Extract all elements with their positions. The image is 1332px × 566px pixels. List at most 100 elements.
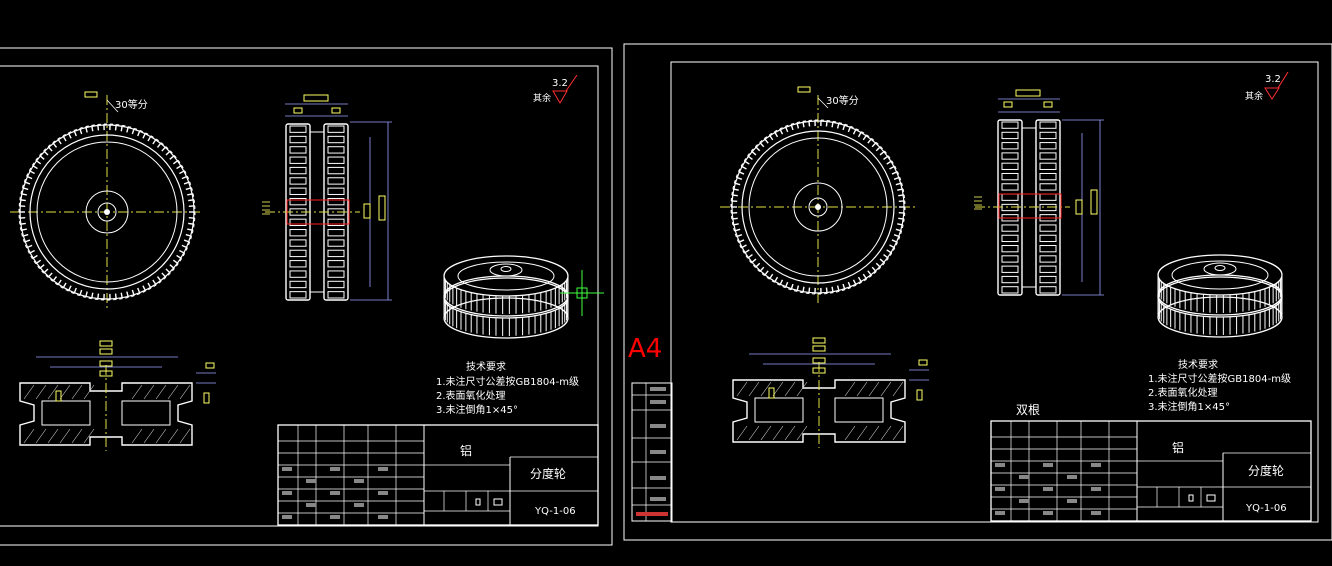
gear-tooth (169, 154, 175, 160)
gear-tooth (22, 233, 29, 237)
gear-tooth (768, 134, 774, 141)
hatch-line (179, 384, 191, 400)
revision-cell-mark (650, 387, 666, 391)
gear-tooth (172, 159, 179, 165)
sheet-right: A4 3.2 其余 30等分 (623, 43, 1332, 541)
gear-tooth (52, 140, 56, 144)
gear-tooth (186, 176, 190, 180)
gear-tooth (889, 252, 893, 256)
gear-tooth-slot (327, 135, 345, 144)
gear-tooth (842, 283, 846, 290)
gear-tooth (71, 291, 75, 295)
gear-tooth-slot (1001, 162, 1019, 170)
hatch-line (167, 384, 179, 400)
gear-tooth (857, 131, 863, 138)
gear-tooth (796, 122, 800, 129)
gear-tooth-slot (289, 156, 307, 164)
gear-tooth (32, 164, 38, 170)
gear-tooth (880, 146, 884, 150)
gear-tooth (19, 227, 22, 231)
dimension-value-box (812, 337, 826, 344)
gear-tooth (183, 239, 190, 243)
gear-tooth (736, 234, 743, 238)
gear-tooth (743, 160, 750, 165)
iso-hub (489, 263, 523, 277)
gear-tooth (114, 293, 117, 300)
title-cell-mark (378, 515, 388, 519)
gear-tooth (868, 275, 872, 278)
gear-tooth (134, 127, 138, 130)
gear-tooth (866, 134, 870, 138)
hatch-line (844, 425, 856, 441)
gear-tooth (871, 266, 877, 273)
gear-tooth (740, 163, 744, 167)
hatch-line (35, 384, 47, 400)
hatch-line (47, 428, 59, 444)
gear-tooth-slot (1001, 183, 1019, 191)
gear-tooth-slot (1001, 193, 1019, 201)
gear-tooth (176, 164, 182, 170)
gear-side-view-left (262, 94, 392, 301)
hatch-line (143, 428, 155, 444)
gear-tooth (188, 199, 195, 202)
gear-tooth (796, 285, 800, 292)
gear-tooth (825, 120, 828, 127)
gear-tooth (85, 291, 88, 298)
gear-tooth (799, 291, 803, 294)
gear-tooth (176, 254, 182, 260)
gear-tooth-slot (1039, 121, 1057, 129)
gear-tooth (738, 239, 745, 244)
gear-tooth (895, 182, 902, 186)
gear-tooth (185, 233, 192, 237)
gear-tooth-slot (289, 249, 307, 258)
gear-tooth-slot (327, 166, 345, 175)
gear-tooth (897, 171, 900, 175)
gear-tooth-slot (1039, 183, 1057, 191)
gear-tooth-slot (327, 177, 345, 185)
hatch-line (772, 381, 784, 397)
gear-tooth (153, 284, 157, 288)
gear-tooth (836, 122, 840, 129)
gear-tooth-slot (327, 280, 345, 289)
gear-tooth (22, 239, 25, 243)
gear-tooth (167, 272, 171, 276)
gear-tooth (732, 188, 739, 191)
gear-tooth (892, 247, 896, 251)
title-cell-mark (1067, 475, 1077, 479)
gear-tooth (842, 124, 846, 131)
iso-inner-rim (457, 261, 555, 291)
title-cell-mark (306, 503, 316, 507)
gear-tooth (19, 222, 26, 225)
gear-tooth (734, 233, 737, 237)
gear-tooth (82, 296, 86, 298)
technical-requirements-left: 技术要求 1.未注尺寸公差按GB1804-m级 2.表面氧化处理 3.未注倒角1… (436, 360, 579, 416)
gear-tooth (68, 131, 72, 134)
gear-tooth (160, 142, 164, 145)
gear-tooth (73, 130, 77, 137)
hatch-line (167, 428, 179, 444)
gear-tooth (773, 276, 779, 283)
gear-tooth (179, 170, 186, 175)
title-cell-mark (282, 491, 292, 495)
gear-tooth (179, 258, 183, 262)
hatch-line (892, 425, 904, 441)
gear-tooth-slot (1039, 275, 1057, 284)
gear-tooth (147, 282, 152, 289)
gear-tooth-slot (289, 239, 307, 247)
gear-tooth (899, 177, 902, 181)
gear-tooth (857, 276, 863, 283)
dimension-value-box (812, 367, 826, 374)
gear-tooth (776, 283, 781, 286)
hatch-line (880, 381, 892, 397)
gear-tooth (125, 296, 129, 299)
gear-tooth (763, 138, 769, 144)
gear-tooth (790, 124, 794, 131)
gear-tooth-slot (327, 291, 345, 299)
gear-tooth-slot (289, 166, 307, 175)
hatch-line (83, 384, 95, 400)
gear-tooth (79, 128, 83, 135)
title-block-frame (277, 424, 599, 526)
gear-tooth (771, 280, 775, 283)
title-block-right: 铝 分度轮 YQ-1-06 (990, 420, 1312, 522)
